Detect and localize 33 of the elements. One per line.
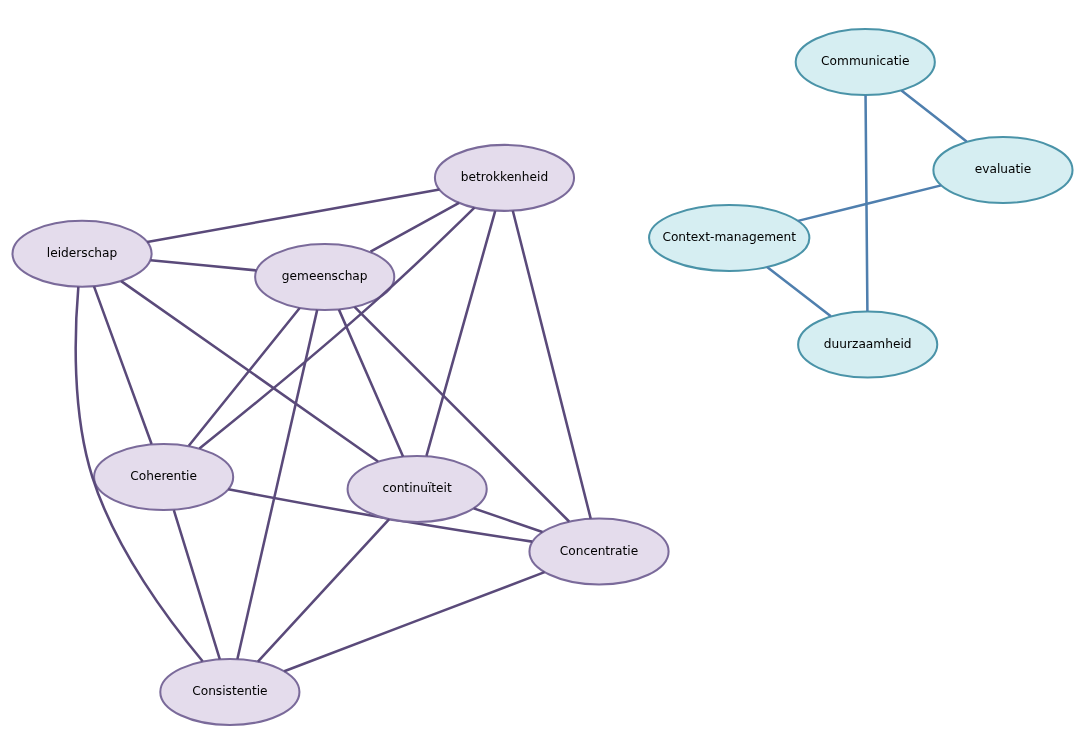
connector bbox=[187, 307, 301, 447]
node-ellipse: Context-management bbox=[648, 203, 811, 272]
connector bbox=[92, 285, 153, 445]
connector bbox=[146, 188, 440, 244]
connector bbox=[473, 507, 543, 534]
node-ellipse: Coherentie bbox=[93, 442, 235, 511]
connector bbox=[900, 89, 968, 143]
connector bbox=[369, 201, 460, 253]
connector bbox=[283, 570, 545, 673]
connector bbox=[120, 280, 379, 463]
connector bbox=[337, 309, 405, 458]
connector bbox=[236, 309, 319, 660]
connector bbox=[511, 210, 592, 519]
node-ellipse: leiderschap bbox=[11, 219, 153, 288]
connector bbox=[256, 518, 391, 663]
node-ellipse: duurzaamheid bbox=[797, 310, 939, 379]
connector bbox=[353, 305, 571, 523]
node-ellipse: betrokkenheid bbox=[433, 143, 576, 212]
connector bbox=[150, 259, 257, 272]
connector bbox=[766, 266, 832, 318]
node-ellipse: evaluatie bbox=[932, 136, 1074, 205]
connector bbox=[425, 210, 497, 457]
node-ellipse: Consistentie bbox=[159, 657, 301, 726]
node-ellipse: Communicatie bbox=[794, 28, 936, 97]
connector bbox=[74, 286, 204, 662]
connector bbox=[198, 206, 476, 450]
connector bbox=[864, 95, 869, 312]
node-ellipse: continuïteit bbox=[346, 454, 488, 523]
connector bbox=[228, 488, 533, 543]
node-ellipse: Concentratie bbox=[528, 517, 670, 586]
node-ellipse: gemeenschap bbox=[254, 242, 396, 311]
connector bbox=[797, 184, 942, 223]
connector bbox=[172, 509, 221, 660]
